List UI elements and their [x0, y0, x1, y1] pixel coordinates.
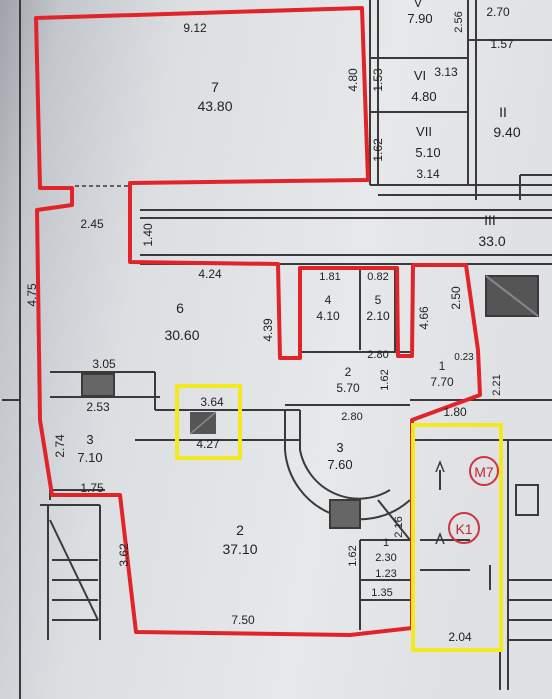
- marker-k1-circle: [448, 512, 480, 544]
- dimension: 1.62: [347, 545, 359, 566]
- dimension: 3.05: [92, 357, 116, 371]
- room-number: III: [484, 212, 496, 228]
- dimension: 2.56: [453, 11, 465, 32]
- dimension: 1.80: [443, 405, 467, 419]
- room-area: 2.30: [375, 552, 396, 564]
- room-number: 2: [236, 522, 244, 538]
- room-number: VI: [414, 68, 426, 83]
- dimension: 4.27: [196, 437, 220, 451]
- dimension: 1.75: [80, 481, 104, 495]
- curved-corridor: [284, 410, 411, 529]
- room-labels: 7 43.80 6 30.60 4 4.10 5 2.10 2 5.70 1 7…: [77, 0, 520, 564]
- dimension: 0.23: [454, 352, 474, 363]
- room-number: V: [414, 0, 422, 10]
- dimension: 2.74: [53, 434, 67, 458]
- dimension-labels: 9.12 4.80 1.53 3.13 1.62 3.14 2.45 1.40 …: [25, 5, 514, 644]
- yellow-highlight-small: [175, 384, 242, 460]
- room-area: 4.10: [316, 309, 340, 323]
- dimension: 2.53: [86, 400, 110, 414]
- dimension: 4.75: [25, 283, 39, 307]
- room-number: 6: [176, 300, 184, 316]
- dimension: 2.70: [486, 5, 510, 19]
- room-number: 3: [336, 440, 343, 455]
- marker-m7-circle: [469, 456, 499, 486]
- dimension: 2.45: [80, 217, 104, 231]
- room-number: 5: [375, 293, 382, 307]
- room-number: 1: [439, 359, 446, 373]
- dimension: 2.16: [393, 516, 405, 537]
- marker-m7-label: M7: [474, 464, 494, 480]
- dimension: 4.66: [417, 306, 431, 330]
- dimension: 2.50: [449, 286, 463, 310]
- yellow-highlight-large: [411, 423, 503, 652]
- room-number: 1: [383, 537, 389, 549]
- dimension: 1.81: [319, 271, 340, 283]
- room-area: 7.70: [430, 375, 454, 389]
- dimension: 1.57: [490, 37, 514, 51]
- dimension: 0.82: [367, 271, 388, 283]
- dimension: 4.39: [261, 318, 275, 342]
- room-number: VII: [416, 124, 432, 139]
- room-area: 9.40: [493, 124, 520, 140]
- dimension: 1.35: [371, 587, 392, 599]
- hatch-line: [189, 411, 217, 435]
- dimension: 3.64: [200, 395, 224, 409]
- room-area: 5.10: [415, 145, 440, 160]
- room-area: 30.60: [164, 327, 199, 343]
- room-area: 2.10: [366, 309, 390, 323]
- dimension: 2.80: [367, 349, 388, 361]
- room-area: 33.0: [478, 233, 505, 249]
- room-number: 7: [211, 79, 219, 95]
- room-area: 5.70: [336, 381, 360, 395]
- room-number: 2: [345, 365, 352, 379]
- dimension: 1.53: [371, 68, 385, 92]
- dimension: 9.12: [183, 21, 207, 35]
- room-area: 4.80: [411, 89, 436, 104]
- room-area: 43.80: [197, 98, 232, 114]
- room-area: 37.10: [222, 541, 257, 557]
- door-symbols: [435, 459, 445, 545]
- dimension: 4.24: [198, 267, 222, 281]
- room-number: 3: [86, 432, 93, 447]
- red-outline: [34, 6, 482, 637]
- room-area: 7.90: [407, 11, 432, 26]
- dimension: 3.13: [434, 65, 458, 79]
- dimension: 2.04: [448, 630, 472, 644]
- dimension: 3.62: [117, 543, 131, 567]
- dimension: 2.21: [491, 374, 503, 395]
- marker-k1-label: K1: [455, 521, 472, 537]
- room-area: 7.60: [327, 457, 352, 472]
- dimension: 1.62: [371, 138, 385, 162]
- dimension: 4.80: [346, 68, 360, 92]
- dimension: 7.50: [231, 613, 255, 627]
- room-number: 4: [325, 293, 332, 307]
- room-number: II: [499, 104, 507, 120]
- dimension: 3.14: [416, 167, 440, 181]
- room-area: 7.10: [77, 450, 102, 465]
- dimension: 1.62: [379, 369, 391, 390]
- dimension: 1.23: [375, 568, 396, 580]
- dimension: 2.80: [341, 411, 362, 423]
- dimension: 1.40: [141, 223, 155, 247]
